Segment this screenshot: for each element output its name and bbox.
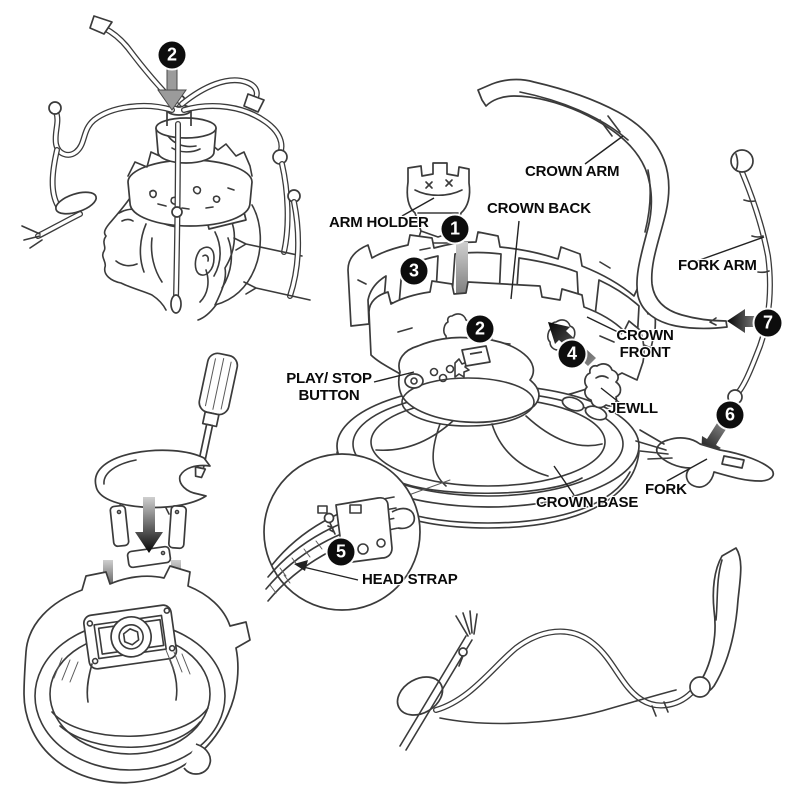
ear xyxy=(194,246,215,276)
label-jewel: JEWLL xyxy=(608,400,658,417)
label-arm-holder: ARM HOLDER xyxy=(329,214,429,231)
label-fork: FORK xyxy=(645,481,687,498)
battery-installation xyxy=(23,352,251,784)
play-stop-module xyxy=(397,336,540,424)
step-badge-6: 6 xyxy=(716,401,744,429)
label-crown-base: CROWN BASE xyxy=(536,494,639,511)
strap-screw xyxy=(317,505,336,535)
step7-arrow xyxy=(727,309,760,333)
crown-base-underside xyxy=(23,565,251,784)
exploded-crown xyxy=(336,162,657,529)
play-stop-button-part xyxy=(404,373,424,389)
label-fork-arm: FORK ARM xyxy=(678,257,757,274)
step2-arrow xyxy=(157,67,187,111)
leader-lines xyxy=(294,135,765,581)
insert-arrow xyxy=(135,497,163,553)
label-crown-front: CROWN FRONT xyxy=(616,327,674,362)
battery xyxy=(167,504,188,550)
battery xyxy=(109,504,130,548)
step-badge-7: 7 xyxy=(754,309,782,337)
step-badge-5: 5 xyxy=(327,538,355,566)
label-crown-back: CROWN BACK xyxy=(487,200,591,217)
step-badge-2: 2 xyxy=(466,315,494,343)
fork-part xyxy=(635,429,775,488)
step-badge-2-top: 2 xyxy=(158,41,186,69)
crown-arm-part xyxy=(477,78,728,330)
pivot-screw xyxy=(458,647,468,657)
label-head-strap: HEAD STRAP xyxy=(362,571,458,588)
worn-crown-illustration xyxy=(21,15,311,321)
fork-arm-part xyxy=(724,149,773,409)
screwdriver xyxy=(194,352,239,479)
assembled-fork-arm xyxy=(396,547,742,751)
label-play-stop-button: PLAY/ STOP BUTTON xyxy=(286,370,372,405)
step-badge-1: 1 xyxy=(441,215,469,243)
worn-crown-band xyxy=(127,159,253,227)
label-crown-arm: CROWN ARM xyxy=(525,163,620,180)
step-badge-3: 3 xyxy=(400,257,428,285)
crown-base-part xyxy=(336,336,640,529)
step-badge-4: 4 xyxy=(558,340,586,368)
battery-cover-plate xyxy=(94,449,211,509)
head-strap-detail xyxy=(263,453,451,611)
face-profile xyxy=(101,197,167,311)
